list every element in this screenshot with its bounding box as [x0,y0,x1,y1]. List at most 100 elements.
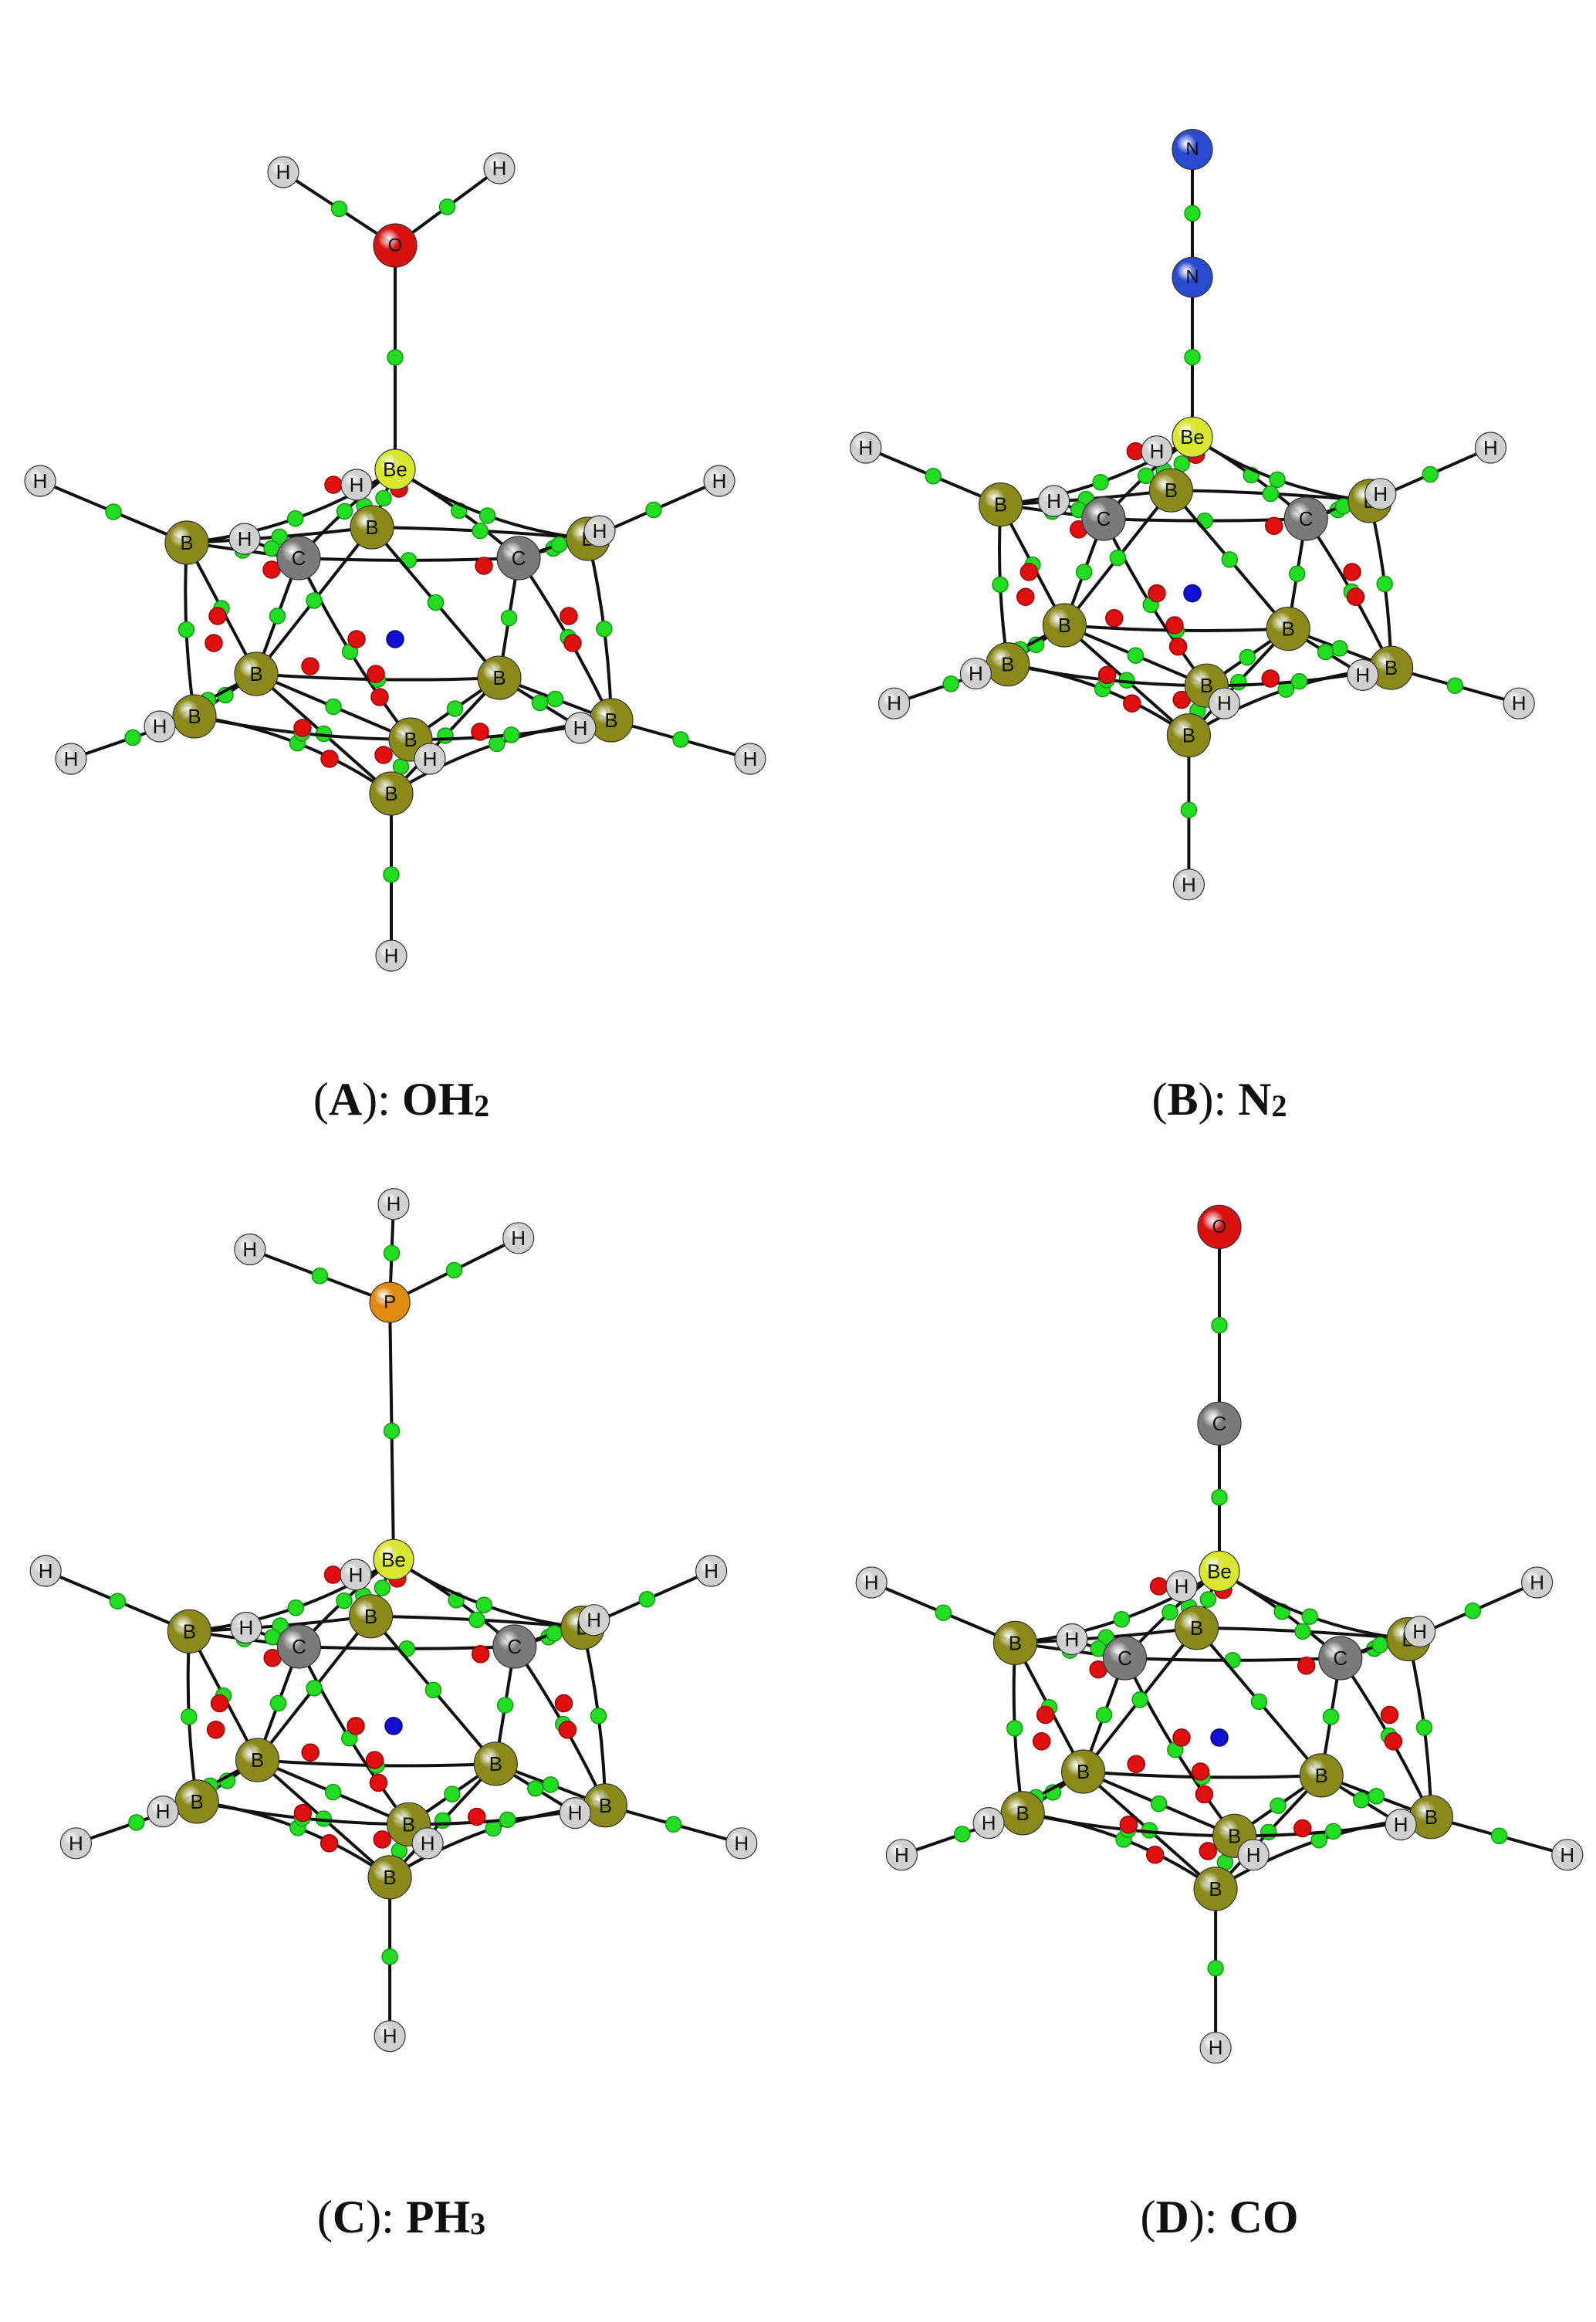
atom-h-sphere [411,1827,444,1860]
bond-critical-point [1131,1691,1148,1708]
bond-critical-point [1290,672,1308,690]
ring-critical-points [205,476,582,768]
atom-h-sphere [234,1233,266,1266]
atom-h-label: H [511,1227,526,1250]
atom-h-sphere [855,1566,888,1599]
atom-h-label: H [238,527,252,550]
atoms: BeBBCCBBBBBBBHHHHHHHHHHHPHHH [29,1188,758,2053]
atom-c-sphere [1197,1401,1242,1446]
atom-h-sphere [734,743,766,775]
ring-critical-point [1168,637,1188,656]
ring-critical-point [301,1743,320,1762]
bond-paths [39,167,751,956]
ring-critical-point [1165,616,1184,635]
atom-b-label: B [1058,614,1071,637]
atom-h-sphere [374,2020,406,2053]
ring-critical-point [1297,1657,1316,1675]
atom-h-label: H [1483,436,1498,459]
bond-critical-point [500,609,518,627]
ring-critical-point [323,1565,343,1584]
atom-h-label: H [1512,692,1527,715]
caption-c: (C): PH3 [316,2192,486,2242]
atom-b-sphere [1042,603,1087,648]
atom-h-label: H [982,1812,996,1835]
bond-critical-point [550,536,568,553]
bond-critical-point [1207,1960,1224,1977]
bond-critical-point [286,509,304,527]
bond-critical-point [942,675,959,692]
atom-h-label: H [573,716,588,740]
atom-h-sphere [1237,1839,1270,1871]
atom-h-sphere [1474,432,1507,464]
atom-o-sphere [1197,1204,1242,1250]
atoms: BeBBCCBBBBBBBHHHHHHHHHHHCO [855,1204,1584,2064]
panel-a: BeBBCCBBBBBBBHHHHHHHHHHHOHH [24,152,766,972]
atom-n-label: N [1185,267,1199,288]
ring-critical-point [1384,1732,1403,1751]
ring-critical-point [468,1807,486,1826]
atom-h-sphere [502,1222,535,1254]
atom-c-label: C [292,547,306,570]
atom-h-label: H [349,1563,363,1586]
bond-critical-point [542,1776,560,1793]
atom-b-label: B [188,705,201,728]
atom-c-sphere [276,536,321,580]
bond-critical-point [1260,1823,1277,1841]
bond-critical-point [306,592,323,609]
bond-critical-point [336,1592,353,1609]
atom-be-sphere [374,448,416,490]
bond-critical-point [383,866,400,883]
atom-h-sphere [144,710,176,743]
atom-h-label: H [1394,1813,1408,1836]
ring-critical-point [1172,1728,1191,1747]
atom-h-label: H [39,1559,53,1582]
atoms: BeBBCCBBBBBBBHHHHHHHHHHHNN [850,129,1535,901]
bond-critical-point [1138,467,1155,484]
atom-h-label: H [421,1832,435,1855]
bond-critical-point [105,503,122,520]
atom-b-sphere [234,652,279,696]
ring-critical-point [554,1694,573,1713]
bond-critical-point [1331,640,1348,657]
atom-be-sphere [373,1538,414,1580]
atom-b-label: B [364,1605,377,1628]
atom-h-sphere [24,465,56,497]
bond-critical-point [272,1617,289,1634]
atom-h-label: H [568,1802,583,1825]
atom-h-sphere [1404,1616,1436,1648]
bond-critical-point [124,729,141,746]
ring-critical-point [347,1717,365,1735]
bond-critical-point [1464,1603,1482,1620]
atom-h-sphere [1503,687,1535,719]
bond-critical-point [1239,648,1256,666]
bond-critical-point [109,1593,127,1609]
bond-critical-point [375,489,392,507]
atom-c-label: C [507,1635,522,1658]
bond-critical-point [336,503,353,520]
ring-critical-point [1343,563,1361,581]
bond-critical-point [1150,1795,1168,1813]
atom-b-sphere [350,505,394,550]
bond-critical-point [672,731,689,748]
bond-critical-point [472,522,489,540]
atom-h-label: H [587,1609,601,1632]
atom-b-sphere [349,1594,394,1639]
atom-c-label: C [1118,1647,1132,1670]
atom-b-label: B [994,493,1007,516]
ring-critical-point [560,607,578,625]
atom-h-sphere [375,939,407,972]
atom-c-label: C [1299,507,1314,530]
atom-h-sphere [1208,687,1241,719]
atom-be-label: Be [381,1548,406,1571]
atom-h-sphere [578,1604,610,1637]
atom-b-label: B [1016,1802,1030,1825]
atom-h-label: H [1175,1575,1189,1598]
bond-critical-point [468,1611,485,1629]
atom-b-label: B [1315,1764,1328,1787]
panel-b: BeBBCCBBBBBBBHHHHHHHHHHHNN [850,129,1535,901]
bond-critical-point [1097,1629,1114,1646]
atom-h-label: H [242,1238,257,1261]
atom-b-sphere [477,655,522,700]
atom-h-sphere [564,712,597,744]
